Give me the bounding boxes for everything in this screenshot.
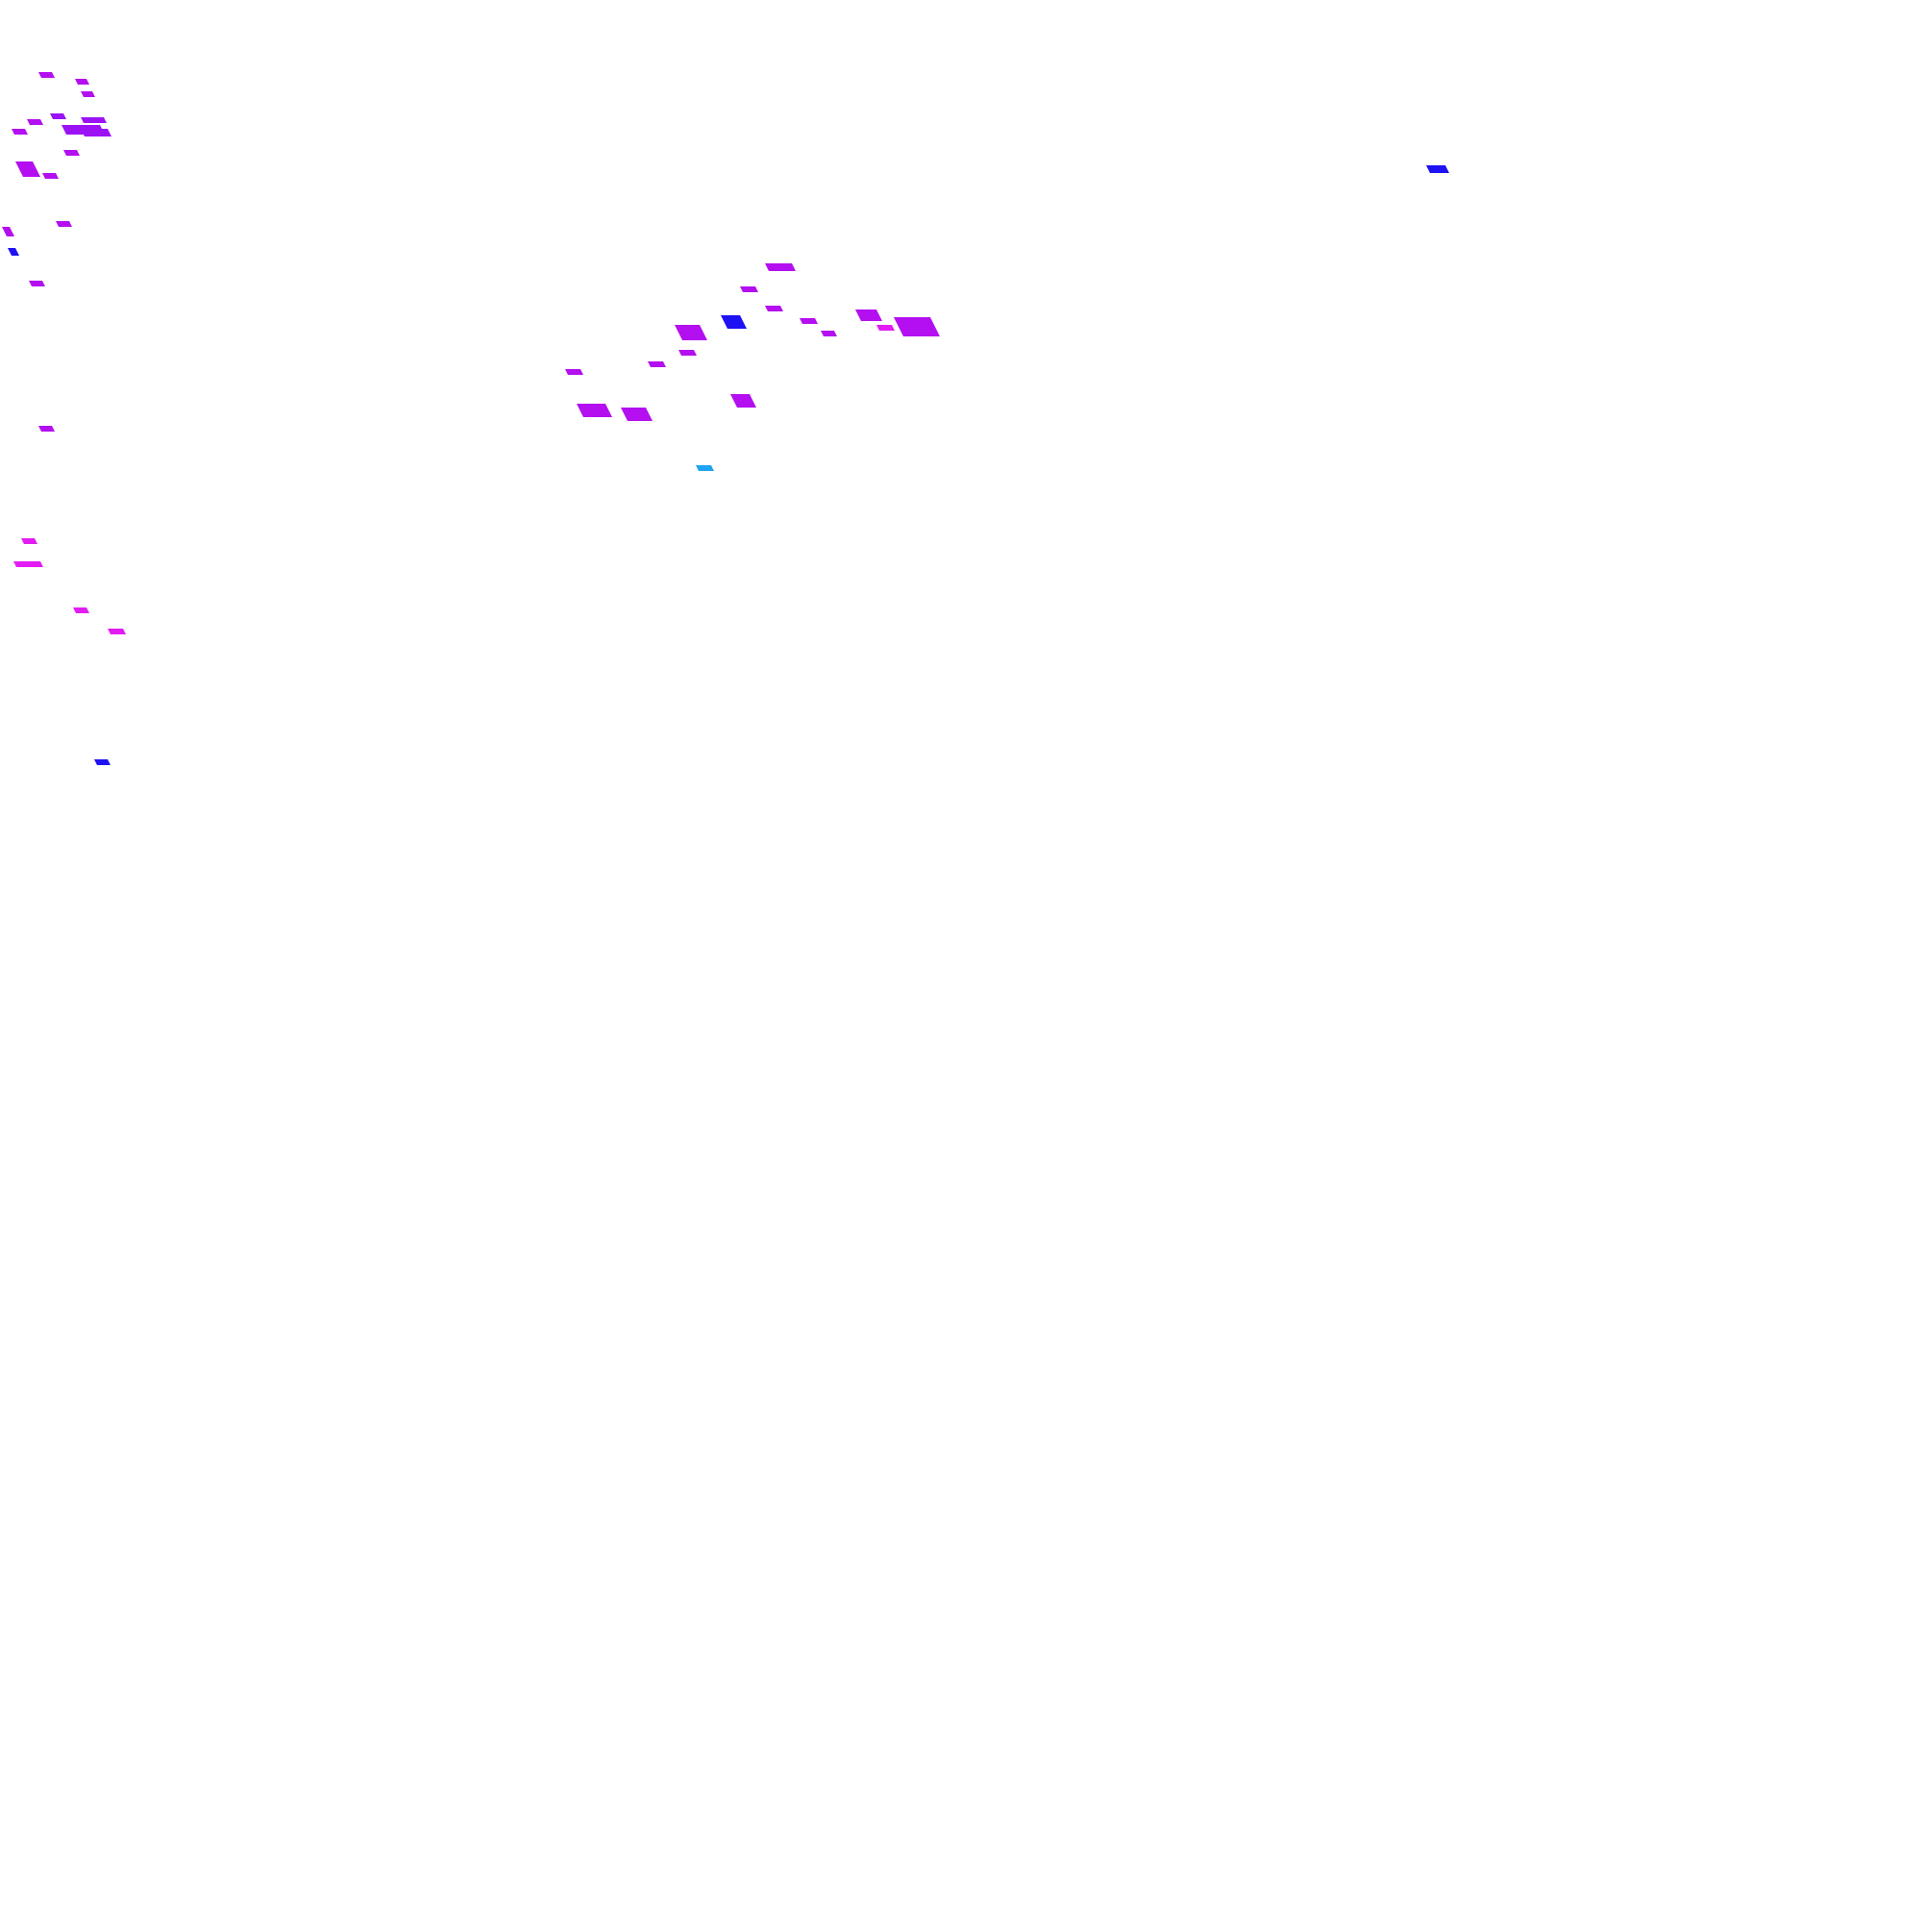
fragment-mark	[675, 325, 707, 340]
left-column-fragments	[8, 248, 126, 765]
fragment-mark	[73, 607, 89, 613]
fragment-mark	[81, 129, 111, 136]
fragment-mark	[29, 281, 45, 286]
fragment-mark	[855, 310, 882, 321]
fragment-mark	[800, 318, 818, 324]
center-cluster	[565, 263, 940, 471]
fragment-mark	[678, 350, 697, 356]
fragment-mark	[27, 119, 43, 125]
fragment-mark	[12, 129, 28, 135]
fragment-mark	[75, 79, 89, 85]
fragment-mark	[565, 369, 583, 375]
fragment-mark	[765, 306, 783, 311]
fragment-mark	[730, 394, 756, 408]
fragment-mark	[94, 759, 111, 765]
fragment-mark	[63, 150, 80, 156]
fragment-mark	[108, 629, 126, 634]
fragment-mark	[38, 426, 55, 432]
fragment-mark	[56, 221, 72, 227]
fragment-mark	[765, 263, 796, 271]
fragment-mark	[821, 331, 837, 336]
fragment-mark	[81, 117, 107, 123]
fragment-mark	[740, 286, 758, 292]
fragment-mark	[8, 248, 19, 256]
fragment-mark	[1426, 165, 1449, 173]
fragment-mark	[81, 91, 95, 97]
fragment-mark	[21, 538, 37, 544]
top-right-fragment	[1426, 165, 1449, 173]
fragment-mark	[42, 173, 59, 179]
fragment-mark	[648, 361, 666, 367]
fragment-mark	[721, 315, 747, 329]
fragment-mark	[50, 113, 66, 119]
fragment-mark	[696, 465, 714, 471]
fragment-mark	[2, 227, 14, 236]
fragment-mark	[621, 408, 653, 421]
fragment-mark	[894, 317, 940, 336]
fragment-mark	[38, 72, 55, 78]
fragment-mark	[13, 561, 43, 567]
fragment-mark	[15, 161, 40, 177]
fragment-mark	[876, 325, 895, 331]
fragment-mark	[577, 404, 612, 417]
top-left-cluster	[2, 72, 111, 236]
